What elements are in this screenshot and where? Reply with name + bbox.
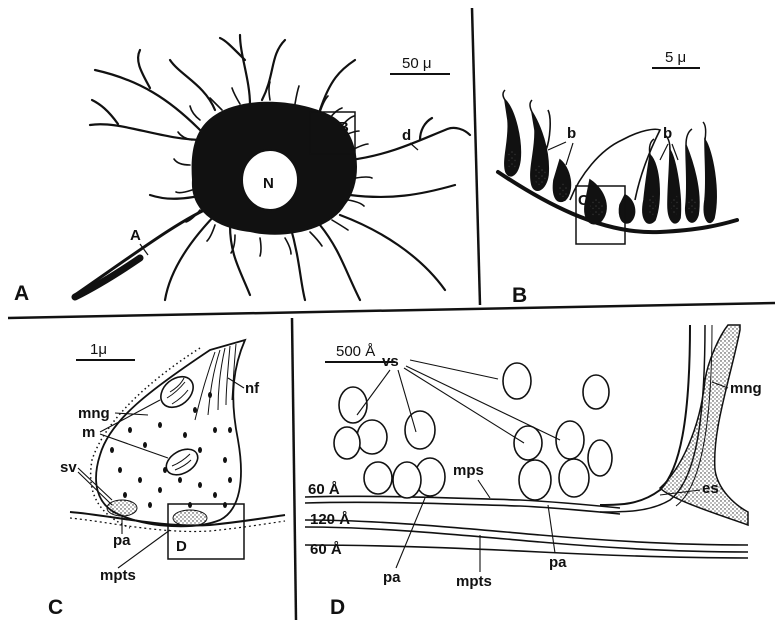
label-d-mpts: mpts	[456, 573, 492, 590]
bouton-left-leader	[548, 142, 566, 150]
dim-label-1: 60 Å	[308, 481, 340, 498]
label-c-m: m	[82, 424, 95, 441]
scale-label-c: 1μ	[90, 341, 107, 358]
label-dendrite: d	[402, 127, 411, 144]
label-d-mps: mps	[453, 462, 484, 479]
dim-label-3: 60 Å	[310, 541, 342, 558]
label-c-mpts: mpts	[100, 567, 136, 584]
dendrite-leader	[410, 143, 418, 150]
leader-d-pa-right	[548, 505, 555, 553]
panel-a: N B A d 50 μ A	[14, 35, 470, 305]
label-axon: A	[130, 227, 141, 244]
label-c-pa: pa	[113, 532, 131, 549]
panel-letter-d: D	[330, 596, 345, 619]
label-c-nf: nf	[245, 380, 260, 397]
label-box-d: D	[176, 538, 187, 555]
label-bouton-right: b	[663, 125, 672, 142]
panel-letter-a: A	[14, 282, 29, 305]
scale-label-a: 50 μ	[402, 55, 432, 72]
label-c-sv: sv	[60, 459, 77, 476]
label-box-c: C	[578, 192, 589, 209]
panel-c: D mng m sv nf pa mpts 1μ C	[48, 340, 285, 619]
active-zone-right	[173, 510, 207, 526]
bouton-left-leader-2	[566, 143, 573, 165]
postsynaptic-membrane-d2	[305, 527, 748, 552]
label-d-es: es	[702, 480, 719, 497]
label-d-mng: mng	[730, 380, 762, 397]
dim-label-2: 120 Å	[310, 511, 350, 528]
label-d-pa-left: pa	[383, 569, 401, 586]
label-c-mng: mng	[78, 405, 110, 422]
panel-b: C b b 5 μ B	[498, 49, 737, 307]
label-d-pa-right: pa	[549, 554, 567, 571]
bouton-right-leader	[660, 144, 668, 160]
axon-thick-segment	[75, 258, 140, 297]
leader-d-pa-left	[396, 498, 425, 568]
panel-d: vs mng mps es pa pa mpts 60 Å 120 Å 60 Å…	[305, 325, 762, 619]
scale-label-b: 5 μ	[665, 49, 686, 66]
label-nucleus: N	[263, 175, 274, 192]
panel-letter-c: C	[48, 596, 63, 619]
leader-d-mps	[478, 480, 490, 498]
bouton-outline	[96, 340, 245, 526]
scale-label-d: 500 Å	[336, 343, 375, 360]
vesicles-d	[334, 363, 612, 500]
label-box-b: B	[338, 119, 349, 136]
active-zone-left	[107, 500, 137, 516]
panel-letter-b: B	[512, 284, 527, 307]
leader-d-vs-1	[410, 360, 498, 379]
label-bouton-left: b	[567, 125, 576, 142]
panel-dividers	[8, 8, 775, 620]
